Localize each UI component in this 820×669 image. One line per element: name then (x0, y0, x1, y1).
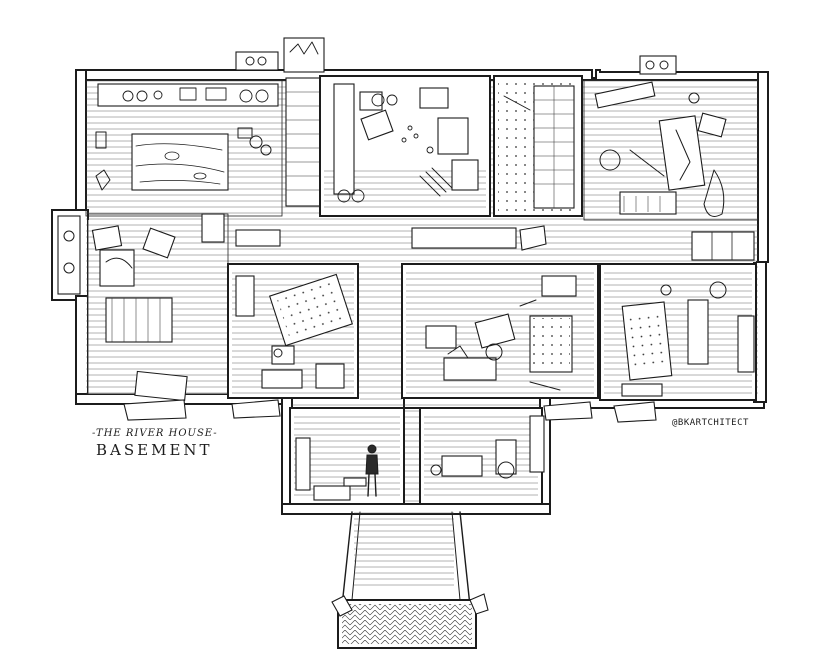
laundry-room (319, 75, 491, 217)
bedroom-left (57, 213, 229, 402)
bath-room (419, 407, 545, 505)
workshop-room (85, 79, 283, 217)
drawing-subtitle: BASEMENT (96, 441, 213, 459)
staircase-upper (235, 37, 325, 207)
hallway (201, 213, 547, 251)
drawing-title: -THE RIVER HOUSE- (92, 428, 218, 439)
window-wells (123, 399, 657, 423)
game-room (227, 263, 359, 399)
mudroom (289, 407, 405, 505)
studio-room (583, 55, 759, 261)
living-room (401, 263, 599, 399)
storage-shelving-room (493, 75, 583, 217)
exterior-staircase (331, 511, 489, 649)
artist-credit: @BKARTCHITECT (672, 418, 749, 428)
bedroom-right (599, 263, 757, 419)
person-figure (365, 444, 379, 497)
